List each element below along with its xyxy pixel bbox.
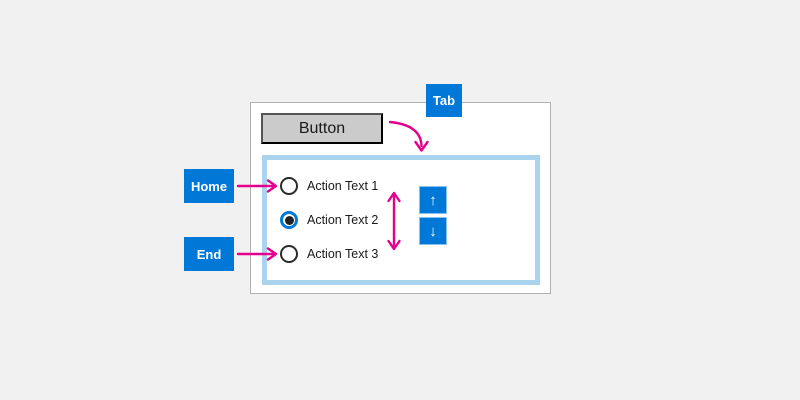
spin-down-button[interactable]: ↓: [419, 217, 447, 245]
focus-region: [262, 155, 540, 285]
key-label-end: End: [184, 237, 234, 271]
arrow-down-icon: ↓: [429, 222, 437, 240]
button-control[interactable]: Button: [261, 113, 383, 144]
radio-option-label: Action Text 1: [307, 179, 379, 193]
radio-dot: [284, 215, 294, 225]
radio-unselected-icon[interactable]: [280, 177, 298, 195]
key-label-home: Home: [184, 169, 234, 203]
arrow-up-icon: ↑: [429, 191, 437, 209]
key-label-tab: Tab: [426, 84, 462, 117]
radio-option-2[interactable]: Action Text 2: [280, 210, 378, 230]
radio-option-3[interactable]: Action Text 3: [280, 244, 378, 264]
radio-selected-icon[interactable]: [280, 211, 298, 229]
radio-option-label: Action Text 3: [307, 247, 379, 261]
radio-unselected-icon[interactable]: [280, 245, 298, 263]
radio-option-label: Action Text 2: [307, 213, 379, 227]
spin-up-button[interactable]: ↑: [419, 186, 447, 214]
radio-option-1[interactable]: Action Text 1: [280, 176, 378, 196]
